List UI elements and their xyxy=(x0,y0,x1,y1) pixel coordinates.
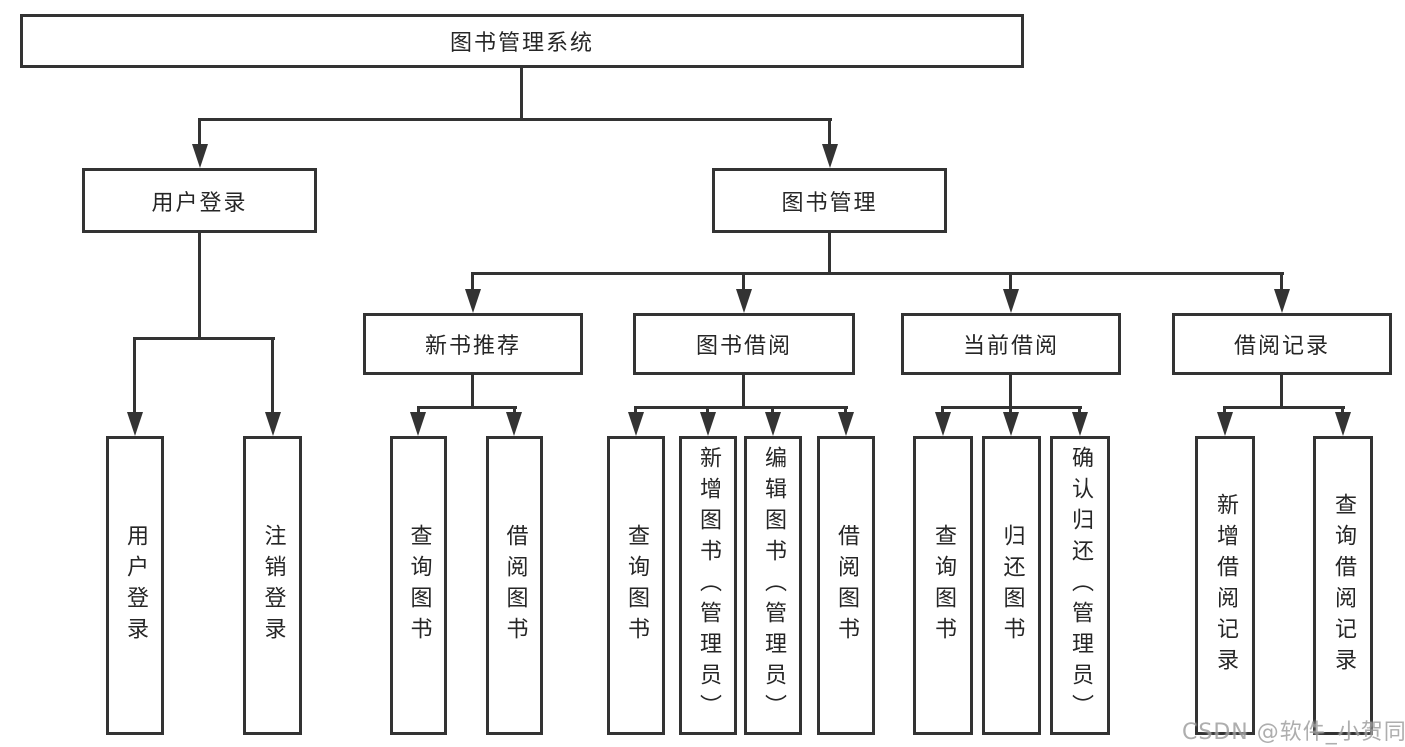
edge-line xyxy=(417,406,420,415)
node-label: 图书借阅 xyxy=(695,334,792,359)
leaf-borrow-books: 借阅图书 xyxy=(817,436,875,735)
edge-line xyxy=(828,118,831,148)
leaf-confirm-return-admin: 确认归还（管理员） xyxy=(1050,436,1110,735)
arrow-down-icon xyxy=(265,412,281,436)
arrow-down-icon xyxy=(1335,412,1351,436)
edge-line xyxy=(133,337,275,340)
node-label: 图书管理系统 xyxy=(449,31,594,56)
arrow-down-icon xyxy=(1003,412,1019,436)
arrow-down-icon xyxy=(838,412,854,436)
node-label: 用户登录 xyxy=(151,190,248,216)
node-label: 借阅记录 xyxy=(1233,334,1330,359)
edge-line xyxy=(742,272,745,292)
leaf-label: 确认归还（管理员） xyxy=(1068,446,1093,725)
edge-line xyxy=(513,406,516,415)
node-user-login: 用户登录 xyxy=(82,168,317,233)
arrow-down-icon xyxy=(1217,412,1233,436)
arrow-down-icon xyxy=(1274,289,1290,313)
leaf-query-borrow-record: 查询借阅记录 xyxy=(1313,436,1373,735)
edge-line xyxy=(1009,375,1012,409)
edge-line xyxy=(634,406,637,415)
edge-line xyxy=(1223,406,1226,415)
leaf-add-books-admin: 新增图书（管理员） xyxy=(679,436,737,735)
leaf-label: 新增借阅记录 xyxy=(1213,492,1238,679)
node-book-management: 图书管理 xyxy=(712,168,947,233)
arrow-down-icon xyxy=(736,289,752,313)
edge-line xyxy=(471,272,1284,275)
edge-line xyxy=(771,406,774,415)
leaf-user-login: 用户登录 xyxy=(106,436,164,735)
leaf-label: 注销登录 xyxy=(260,523,286,648)
edge-line xyxy=(198,233,201,340)
leaf-add-borrow-record: 新增借阅记录 xyxy=(1195,436,1255,735)
arrow-down-icon xyxy=(935,412,951,436)
edge-line xyxy=(844,406,847,415)
edge-line xyxy=(1280,375,1283,409)
leaf-logout: 注销登录 xyxy=(243,436,302,735)
leaf-label: 查询图书 xyxy=(406,523,432,648)
leaf-label: 查询图书 xyxy=(624,523,649,648)
edge-line xyxy=(1009,272,1012,292)
edge-line xyxy=(520,68,523,121)
arrow-down-icon xyxy=(410,412,426,436)
arrow-down-icon xyxy=(1003,289,1019,313)
arrow-down-icon xyxy=(765,412,781,436)
leaf-query-books-borrow: 查询图书 xyxy=(607,436,665,735)
edge-line xyxy=(941,406,944,415)
arrow-down-icon xyxy=(628,412,644,436)
leaf-query-books-current: 查询图书 xyxy=(913,436,973,735)
leaf-query-books-recommend: 查询图书 xyxy=(390,436,447,735)
arrow-down-icon xyxy=(127,412,143,436)
edge-line xyxy=(1009,406,1012,415)
node-current-borrow: 当前借阅 xyxy=(901,313,1121,375)
arrow-down-icon xyxy=(465,289,481,313)
node-label: 当前借阅 xyxy=(962,334,1059,359)
edge-line xyxy=(471,375,474,409)
leaf-label: 查询借阅记录 xyxy=(1331,492,1356,679)
leaf-borrow-books-recommend: 借阅图书 xyxy=(486,436,543,735)
edge-line xyxy=(1223,406,1345,409)
edge-line xyxy=(1341,406,1344,415)
leaf-label: 用户登录 xyxy=(123,523,148,648)
arrow-down-icon xyxy=(506,412,522,436)
leaf-label: 借阅图书 xyxy=(502,523,528,648)
node-label: 新书推荐 xyxy=(424,334,521,359)
edge-line xyxy=(1078,406,1081,415)
watermark: CSDN @软件_小贺同学 xyxy=(1182,720,1405,745)
leaf-label: 新增图书（管理员） xyxy=(696,446,721,725)
arrow-down-icon xyxy=(700,412,716,436)
edge-line xyxy=(417,406,517,409)
leaf-return-books: 归还图书 xyxy=(982,436,1041,735)
leaf-label: 查询图书 xyxy=(931,523,956,648)
arrow-down-icon xyxy=(1072,412,1088,436)
arrow-down-icon xyxy=(822,144,838,168)
leaf-label: 归还图书 xyxy=(999,523,1025,648)
edge-line xyxy=(742,374,745,409)
edge-line xyxy=(706,406,709,415)
edge-line xyxy=(828,233,831,275)
leaf-label: 编辑图书（管理员） xyxy=(761,446,786,725)
edge-line xyxy=(471,272,474,292)
edge-line xyxy=(271,337,274,415)
node-new-book-recommend: 新书推荐 xyxy=(363,313,583,375)
node-book-borrow: 图书借阅 xyxy=(633,313,855,375)
edge-line xyxy=(198,118,201,148)
arrow-down-icon xyxy=(192,144,208,168)
leaf-label: 借阅图书 xyxy=(834,523,859,648)
node-borrow-records: 借阅记录 xyxy=(1172,313,1392,375)
edge-line xyxy=(133,337,136,415)
leaf-edit-books-admin: 编辑图书（管理员） xyxy=(744,436,802,735)
edge-line xyxy=(198,118,832,121)
edge-line xyxy=(634,406,848,409)
edge-line xyxy=(1280,272,1283,292)
node-root: 图书管理系统 xyxy=(20,14,1024,68)
node-label: 图书管理 xyxy=(781,190,878,216)
